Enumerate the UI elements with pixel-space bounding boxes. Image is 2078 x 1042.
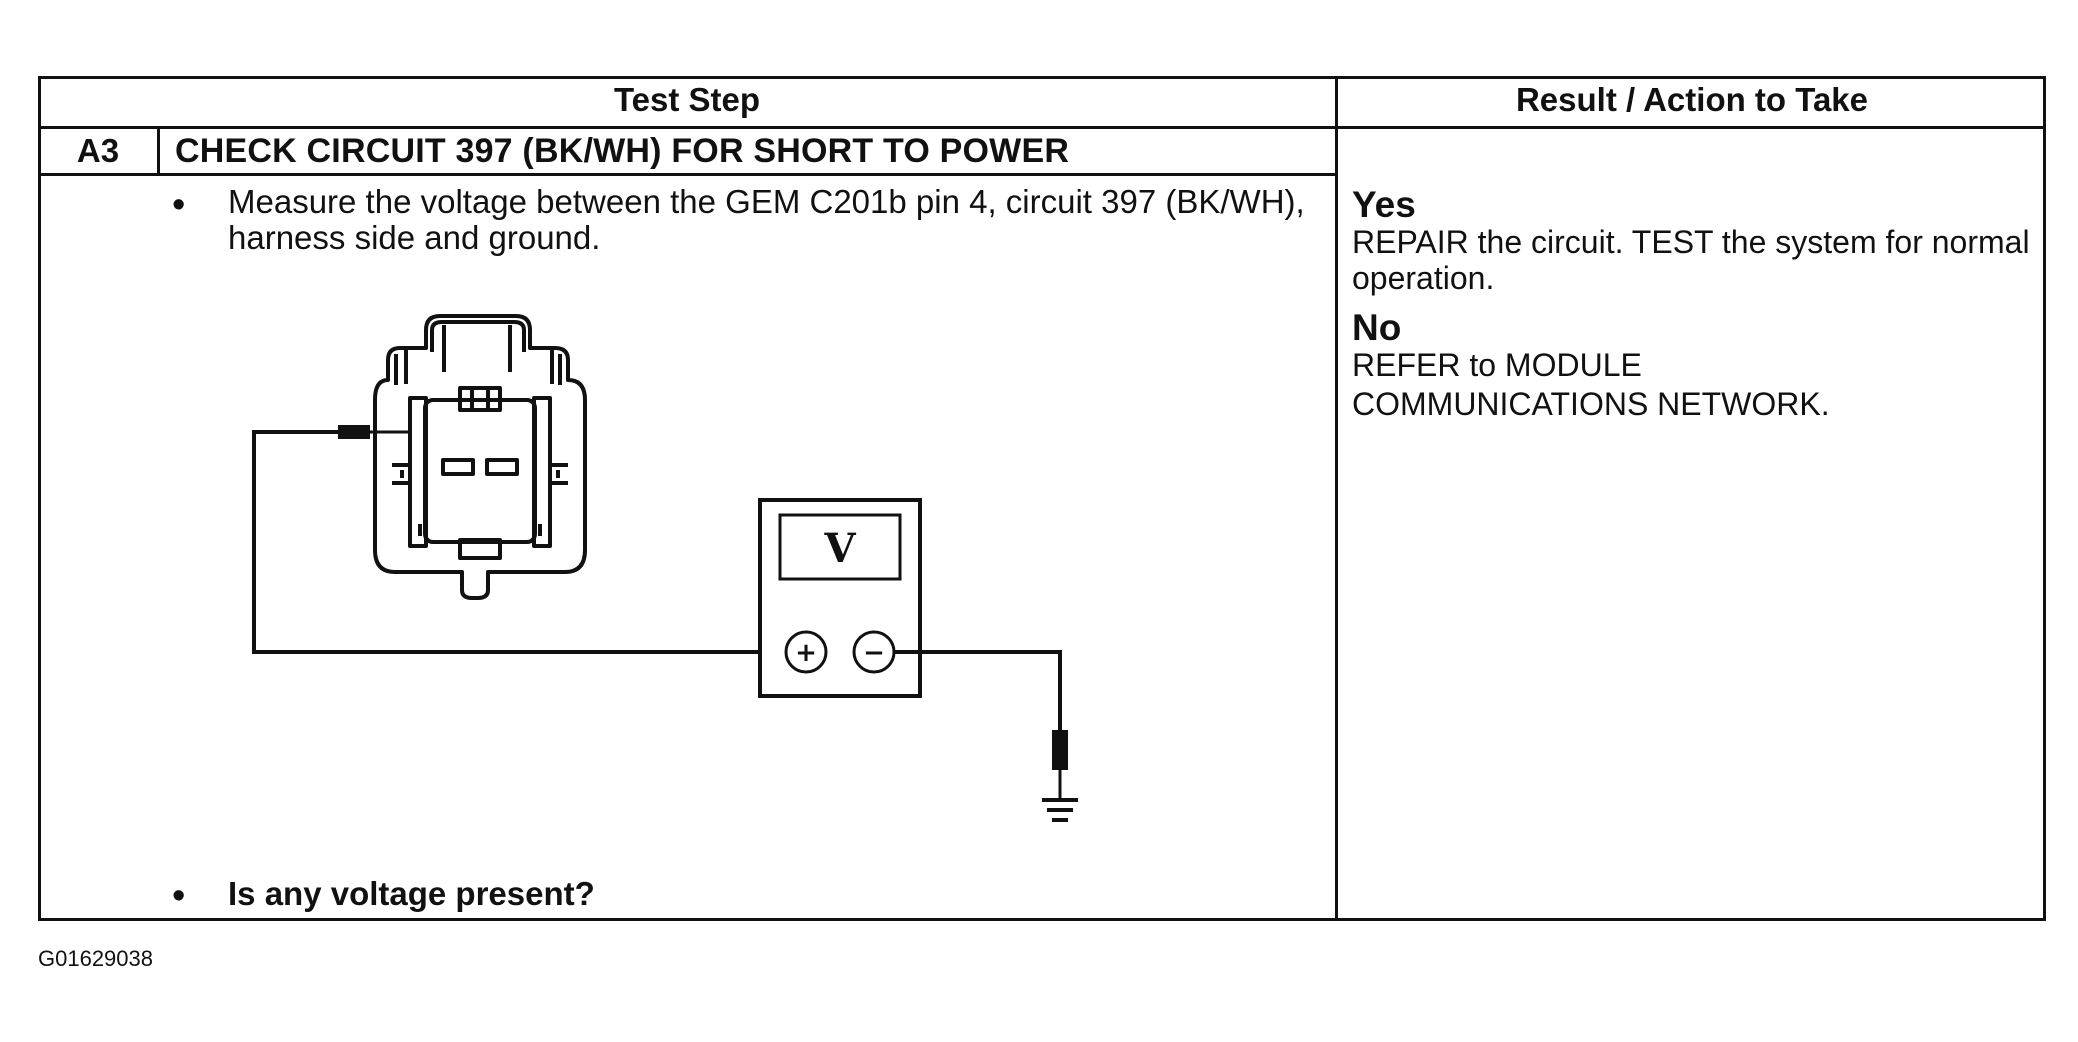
instruction-text: Measure the voltage between the GEM C201… xyxy=(228,183,1305,256)
connector-pin xyxy=(441,458,475,476)
step-title: CHECK CIRCUIT 397 (BK/WH) FOR SHORT TO P… xyxy=(175,131,1070,170)
step-id: A3 xyxy=(76,132,120,169)
yes-label: Yes xyxy=(1352,184,1416,225)
positive-terminal xyxy=(784,630,828,674)
ground-icon xyxy=(1042,798,1078,822)
connector-outline xyxy=(373,314,587,600)
step-row-divider xyxy=(38,173,1336,176)
plus-symbol: + xyxy=(795,638,817,668)
step-id-divider xyxy=(157,126,160,174)
column-divider xyxy=(1335,76,1338,921)
positive-lead xyxy=(252,430,786,654)
yes-text: REPAIR the circuit. TEST the system for … xyxy=(1352,224,2030,296)
minus-symbol: − xyxy=(863,638,885,668)
instruction-bullet: • xyxy=(172,184,186,226)
no-text-line1: REFER to MODULE xyxy=(1352,347,1642,383)
negative-lead xyxy=(894,650,1062,730)
test-step-table xyxy=(38,76,2046,921)
connector-latch xyxy=(430,320,526,352)
connector-pin xyxy=(485,458,519,476)
figure-id: G01629038 xyxy=(38,946,153,971)
question-bullet: • xyxy=(172,875,186,917)
no-text-line2: COMMUNICATIONS NETWORK. xyxy=(1352,386,1830,422)
ground-probe xyxy=(1052,730,1068,770)
probe-tip xyxy=(338,425,370,439)
question-text: Is any voltage present? xyxy=(228,875,595,912)
voltmeter-display xyxy=(778,513,902,581)
no-label: No xyxy=(1352,307,1402,348)
header-divider xyxy=(38,126,2046,129)
header-test-step: Test Step xyxy=(613,81,761,118)
voltmeter-display-symbol: V xyxy=(823,525,856,572)
header-result-action: Result / Action to Take xyxy=(1515,81,1869,118)
